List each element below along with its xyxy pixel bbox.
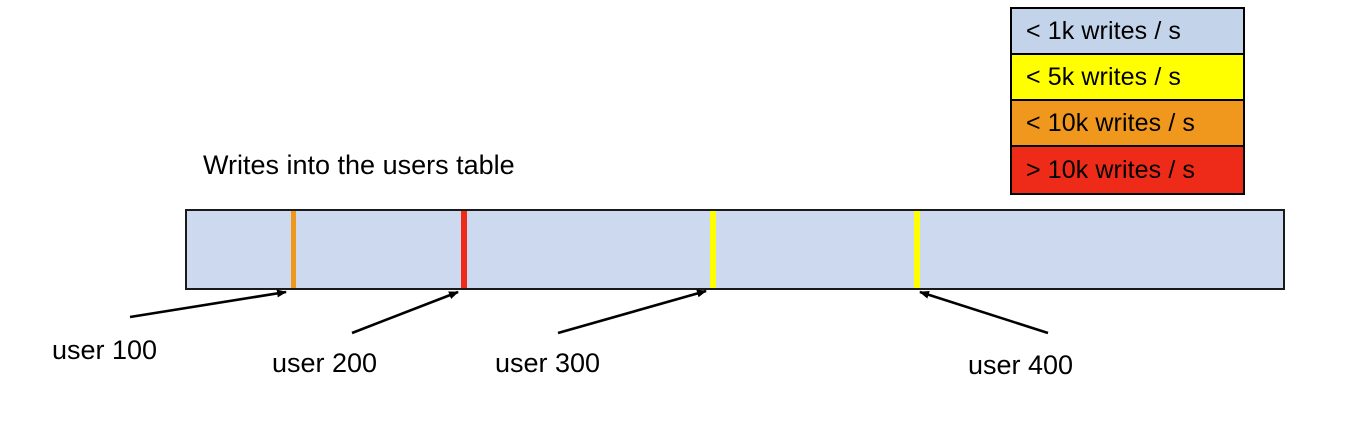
arrow-user-100 (129, 289, 287, 319)
marker-user-100 (291, 211, 296, 288)
write-rate-legend: < 1k writes / s < 5k writes / s < 10k wr… (1010, 7, 1245, 195)
legend-row-under-5k: < 5k writes / s (1012, 55, 1243, 101)
arrow-user-200 (351, 290, 459, 335)
arrow-user-300 (557, 289, 707, 335)
legend-label-under-5k: < 5k writes / s (1026, 62, 1182, 91)
label-user-300: user 300 (495, 348, 601, 378)
arrow-user-400 (919, 290, 1049, 335)
legend-label-over-10k: > 10k writes / s (1026, 155, 1196, 184)
legend-row-over-10k: > 10k writes / s (1012, 147, 1243, 193)
legend-row-under-10k: < 10k writes / s (1012, 101, 1243, 147)
label-user-100: user 100 (52, 335, 158, 365)
legend-label-under-1k: < 1k writes / s (1026, 16, 1182, 45)
legend-row-under-1k: < 1k writes / s (1012, 9, 1243, 55)
marker-user-200 (461, 211, 467, 288)
users-table-keyspace-bar (185, 209, 1285, 290)
label-user-400: user 400 (968, 350, 1074, 380)
marker-user-300 (710, 211, 716, 288)
legend-label-under-10k: < 10k writes / s (1026, 108, 1196, 137)
marker-user-400 (914, 211, 920, 288)
bar-title: Writes into the users table (203, 150, 515, 180)
label-user-200: user 200 (272, 348, 378, 378)
